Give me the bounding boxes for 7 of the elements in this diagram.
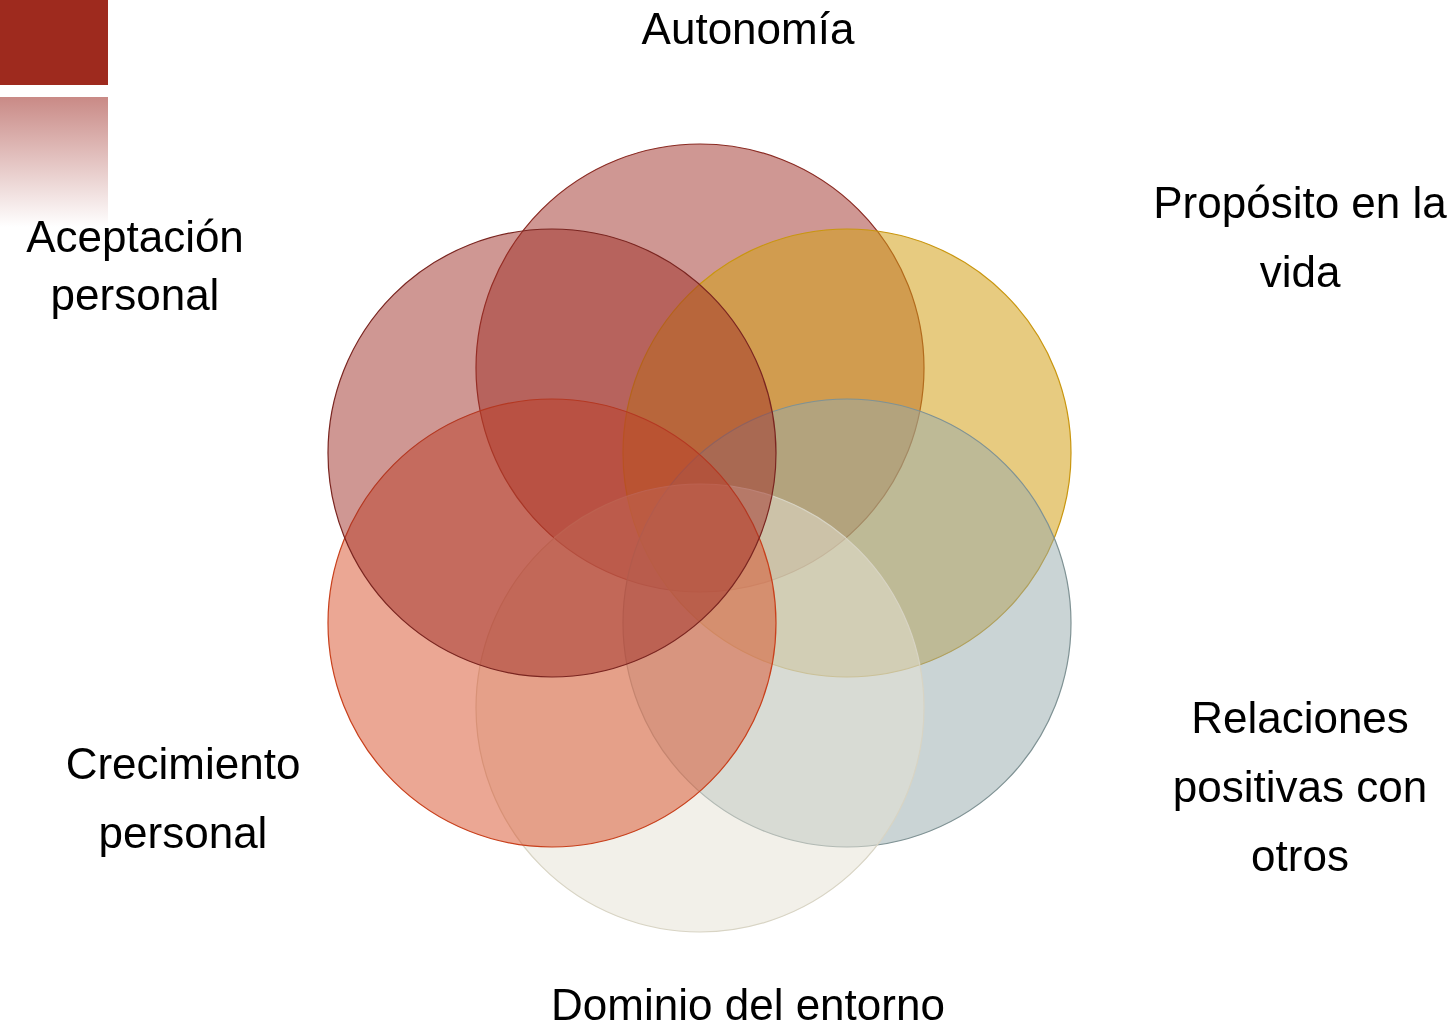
overlapping-circle bbox=[327, 228, 777, 678]
circle-label: Crecimiento personal bbox=[64, 738, 302, 859]
circle-label: Relaciones positivas con otros bbox=[1171, 692, 1429, 882]
circle-label: Propósito en la vida bbox=[1152, 177, 1447, 298]
circle-label: Autonomía bbox=[640, 3, 856, 55]
circle-label: Dominio del entorno bbox=[550, 979, 946, 1025]
circle-label: Aceptación personal bbox=[25, 211, 245, 321]
